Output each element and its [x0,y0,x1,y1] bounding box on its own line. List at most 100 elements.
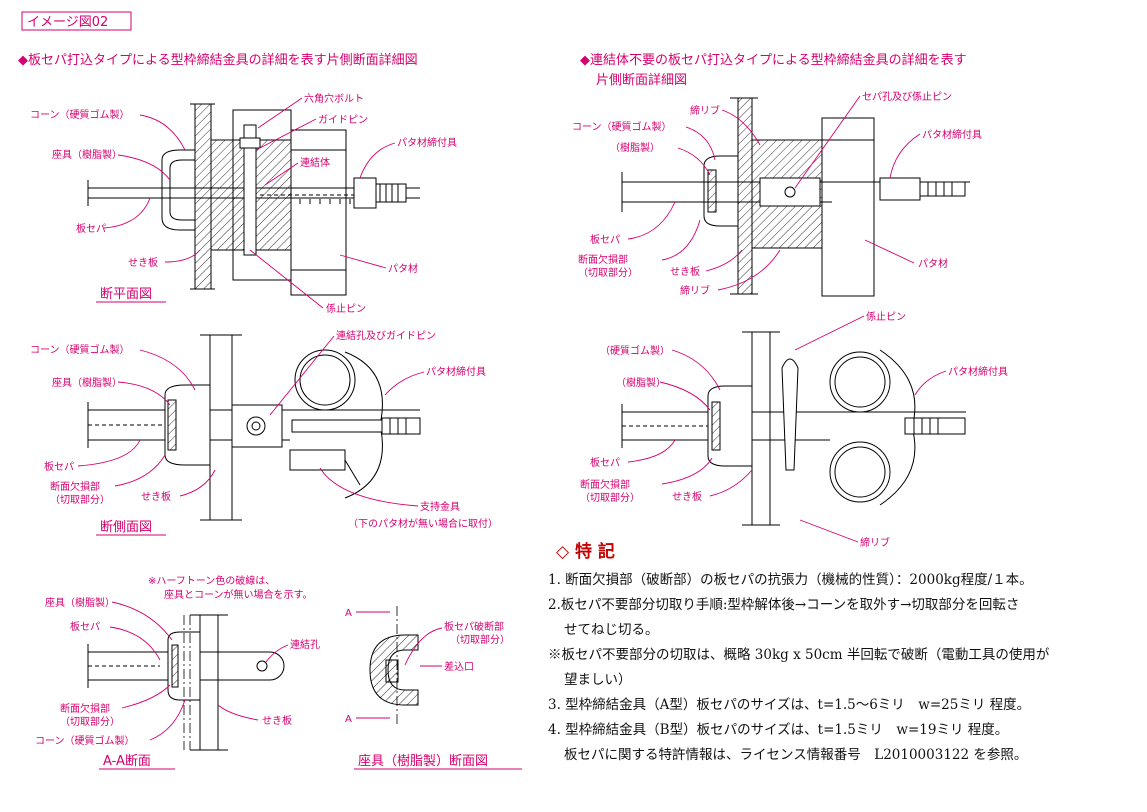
label-inlet: 差込口 [444,660,474,673]
label-hex-bolt: 六角穴ボルト [304,92,364,105]
pata-pipe-r [821,117,875,297]
note-line-3: せてねじ切る。 [564,622,659,638]
view6-labels: 係止ピン （硬質ゴム製） （樹脂製） パタ材締付具 板セパ 断面欠損部 （切取部… [580,311,1008,549]
note-line-7: 4. 型枠締結金具（B型）板セパのサイズは、t=1.5ミリ w=19ミリ 程度。 [548,721,1008,738]
view-right-side: 係止ピン （硬質ゴム製） （樹脂製） パタ材締付具 板セパ 断面欠損部 （切取部… [580,311,1008,549]
label-defect-base: 板セパ破断部 [444,620,504,633]
label-stop-pin: 係止ピン [326,303,366,315]
view-side-section: 連結孔及びガイドピン コーン（硬質ゴム製） 座具（樹脂製） パタ材締付具 板セパ… [30,329,498,536]
view4-labels: 板セパ破断部 （切取部分） 差込口 [404,620,510,673]
form-board-r [737,97,753,295]
label-hole-pin: 連結孔及びガイドピン [336,329,436,342]
label-plate-sepa-r2: 板セパ [590,456,620,469]
label-defect-sub-aa: （切取部分） [60,715,120,728]
right-title-line2: 片側断面詳細図 [596,72,687,88]
pipe-upper-r2 [829,351,891,413]
label-plate-sepa-aa: 板セパ [70,620,100,633]
label-defect-sub-side: （切取部分） [50,493,110,506]
label-seki-ita-aa: せき板 [262,714,292,727]
right-title-line1: ◆連結体不要の板セパ打込タイプによる型枠締結金具の詳細を表す [580,52,967,68]
note-line-4: ※板セパ不要部分の切取は、概略 30kg x 50cm 半回転で破断（電動工具の… [548,646,1050,663]
caption-base: 座具（樹脂製）断面図 [358,754,488,769]
label-rib2-r: 締リブ [680,284,710,297]
label-seki-ita-r2: せき板 [672,490,702,503]
view1-labels: 六角穴ボルト ガイドピン コーン（硬質ゴム製） 座具（樹脂製） 連結体 パタ材締… [30,92,457,315]
label-defect-sub-base: （切取部分） [450,633,510,646]
aa-note-1: ※ハーフトーン色の破線は、 [148,574,275,587]
label-clamp-side: パタ材締付具 [426,365,486,378]
label-base-r2: （樹脂製） [616,376,666,389]
label-cone-r2: （硬質ゴム製） [600,344,670,357]
view-base-section: A A 板セパ破断部 （切取部分） 差込口 座具（樹脂製）断面図 [345,606,522,770]
label-defect-sub-r: （切取部分） [578,266,638,279]
label-defect-r2: 断面欠損部 [580,478,630,491]
note-line-8: 板セパに関する特許情報は、ライセンス情報番号 L2010003122 を参照。 [564,746,1027,763]
label-plate-sepa-r: 板セパ [590,233,620,246]
clamp-nut [353,177,377,209]
label-clamp-r2: パタ材締付具 [948,365,1008,378]
hex-bolt [243,124,257,256]
clamp-r [879,177,921,201]
label-connector: 連結体 [300,156,330,169]
base-cross-section [369,634,419,706]
notes-heading: ◇ 特 記 [556,541,615,562]
tag-text: イメージ図02 [27,15,108,30]
note-line-6: 3. 型枠締結金具（A型）板セパのサイズは、t=1.5～6ミリ w=25ミリ 程… [548,696,1030,713]
pipe-lower-r2 [829,441,891,503]
label-support-sub: （下のパタ材が無い場合に取付） [348,517,498,530]
label-support: 支持金具 [420,500,460,513]
label-defect-aa: 断面欠損部 [60,702,110,715]
support-bracket [289,449,346,471]
pata-pipe-upper [294,349,356,411]
label-base-aa: 座具（樹脂製） [45,596,115,609]
caption-aa: A-A断面 [103,754,151,769]
a-mark-top: A [345,608,352,619]
label-cone-r: コーン（硬質ゴム製） [572,120,672,133]
view2-labels: 連結孔及びガイドピン コーン（硬質ゴム製） 座具（樹脂製） パタ材締付具 板セパ… [30,329,498,530]
label-defect-r: 断面欠損部 [578,253,628,266]
label-cone: コーン（硬質ゴム製） [30,108,130,121]
label-cone-side: コーン（硬質ゴム製） [30,343,130,356]
label-plate-sepa-side: 板セパ [44,460,74,473]
label-seki-ita-r: せき板 [670,265,700,278]
view5-labels: セパ孔及び係止ピン 締リブ コーン（硬質ゴム製） （樹脂製） パタ材締付具 板セ… [572,91,982,297]
label-seki-ita-side: せき板 [141,490,171,503]
a-mark-bottom: A [345,714,352,725]
label-pata: パタ材 [388,262,418,275]
view-plan-section: 六角穴ボルト ガイドピン コーン（硬質ゴム製） 座具（樹脂製） 連結体 パタ材締… [30,92,457,315]
note-line-2: 2.板セパ不要部分切取り手順:型枠解体後→コーンを取外す→切取部分を回転さ [548,597,1019,613]
label-stop-hole-r: セパ孔及び係止ピン [862,91,952,103]
label-cone-aa: コーン（硬質ゴム製） [35,734,135,747]
connecting-hole [256,660,268,672]
caption-plan: 断平面図 [100,287,152,302]
label-clamp-r: パタ材締付具 [922,128,982,141]
label-seki-ita: せき板 [128,256,158,269]
label-base-r: （樹脂製） [610,141,660,154]
note-line-1: 1. 断面欠損部（破断部）の板セパの抗張力（機械的性質）：2000kg程度/１本… [548,572,1033,588]
label-rib-r2: 締リブ [860,536,890,549]
view3-labels: 座具（樹脂製） 板セパ 連結孔 断面欠損部 （切取部分） せき板 コーン（硬質ゴ… [35,596,320,747]
thread-ticks [299,199,351,204]
left-title: ◆板セパ打込タイプによる型枠締結金具の詳細を表す片側断面詳細図 [18,52,418,68]
form-board [194,103,212,290]
label-rib-r: 締リブ [690,104,720,117]
label-defect-side: 断面欠損部 [50,480,100,493]
caption-side: 断側面図 [100,520,152,535]
header: イメージ図02 ◆板セパ打込タイプによる型枠締結金具の詳細を表す片側断面詳細図 … [18,11,967,88]
label-clamp: パタ材締付具 [397,136,457,149]
rib-block [210,139,234,251]
label-guide-pin: ガイドピン [318,114,368,126]
label-plate-sepa: 板セパ [76,222,106,235]
cone [161,149,196,231]
label-hole-aa: 連結孔 [290,638,320,651]
label-defect-sub-r2: （切取部分） [580,491,640,504]
label-base: 座具（樹脂製） [52,148,122,161]
aa-note-2: 座具とコーンが無い場合を示す。 [164,588,313,601]
label-base-side: 座具（樹脂製） [52,376,122,389]
label-stop-pin-r2: 係止ピン [866,311,906,323]
note-line-5: 望ましい） [564,672,632,688]
view-aa-section: ※ハーフトーン色の破線は、 座具とコーンが無い場合を示す。 座具（樹脂製） 板セ… [35,574,320,770]
notes-section: ◇ 特 記 1. 断面欠損部（破断部）の板セパの抗張力（機械的性質）：2000k… [548,541,1050,763]
pata-pipe [290,129,347,296]
